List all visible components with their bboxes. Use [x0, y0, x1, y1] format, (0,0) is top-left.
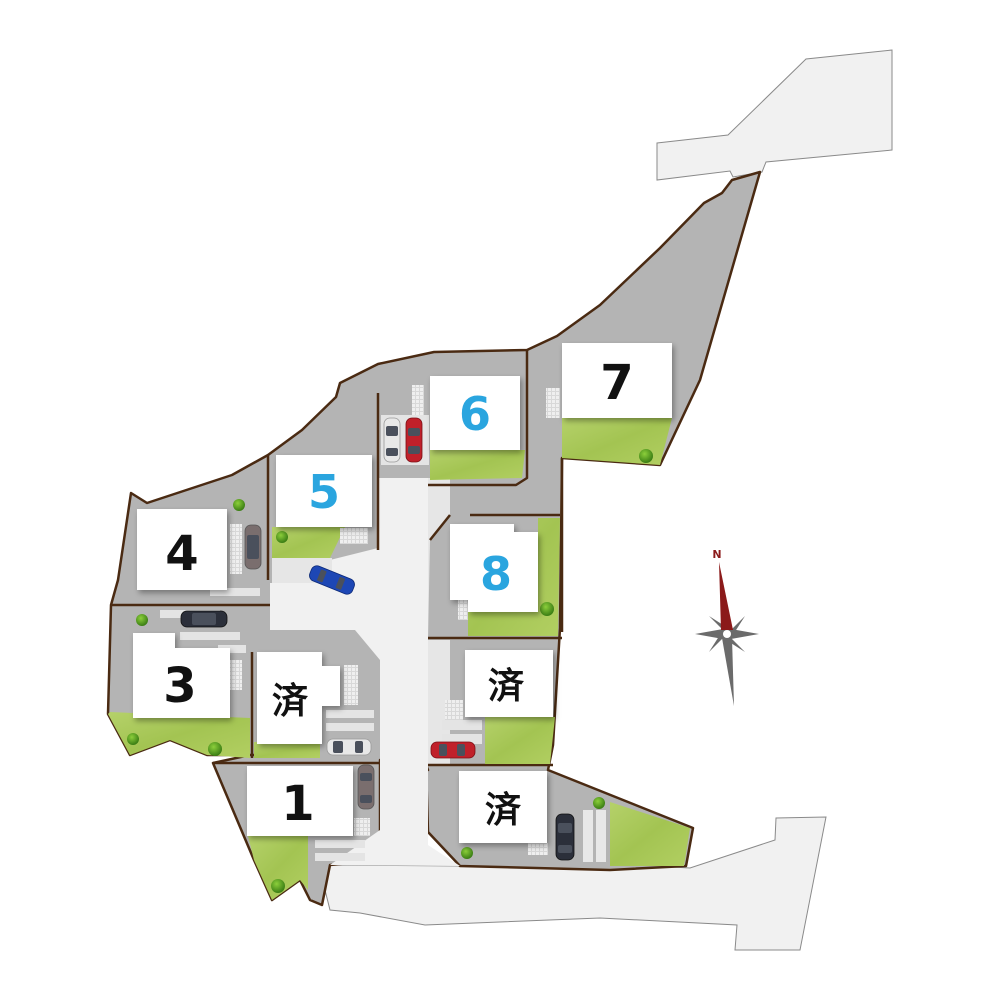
car-icon: [430, 741, 476, 759]
tree-icon: [271, 879, 285, 893]
house-sold-a: [257, 652, 340, 744]
tree-icon: [461, 847, 473, 859]
car-icon: [357, 764, 375, 810]
compass-north-label: N: [712, 548, 721, 561]
house-lot-7: [562, 343, 672, 418]
lot-label-7[interactable]: 7: [600, 355, 633, 411]
car-icon: [244, 524, 262, 570]
compass-west-point-icon: [695, 629, 723, 639]
houses: [133, 343, 672, 843]
paving-lot-8-side: [428, 640, 450, 765]
house-sold-b: [465, 650, 553, 717]
compass-rose: N: [695, 548, 759, 706]
sold-label-c[interactable]: 済: [485, 790, 521, 831]
car-icon: [405, 417, 423, 463]
lot-labels: 7 6 5 4 8 3 済 済 1 済: [163, 355, 633, 832]
house-lot-5: [276, 455, 372, 527]
car-icon: [309, 565, 355, 595]
lawn-lot-7: [562, 418, 672, 465]
lawn-lot-8: [468, 518, 560, 636]
roads: [319, 49, 893, 951]
private-road-surface: [270, 478, 460, 866]
sold-label-a[interactable]: 済: [272, 681, 308, 722]
tree-icon: [593, 797, 605, 809]
lot-label-3[interactable]: 3: [163, 658, 196, 714]
tree-icon: [639, 449, 653, 463]
tree-icon: [127, 733, 139, 745]
tree-icon: [276, 531, 288, 543]
road-northeast: [656, 49, 893, 181]
private-road: [270, 478, 460, 866]
tree-icon: [136, 614, 148, 626]
car-icon: [180, 610, 228, 628]
house-lot-4: [137, 509, 227, 590]
lawn-sold-b: [485, 717, 555, 764]
lot-label-6[interactable]: 6: [459, 387, 491, 441]
lot-label-5[interactable]: 5: [308, 465, 340, 519]
tree-icon: [233, 499, 245, 511]
lot-label-1[interactable]: 1: [281, 776, 314, 832]
compass-north-point-icon: [719, 562, 733, 630]
house-lot-1: [247, 766, 353, 836]
sold-label-b[interactable]: 済: [488, 666, 524, 707]
tree-icon: [540, 602, 554, 616]
tree-icon: [208, 742, 222, 756]
house-lot-3: [133, 633, 230, 718]
house-sold-c: [459, 771, 547, 843]
lawn-lot-5: [272, 527, 345, 558]
lawn-lot-6: [430, 450, 525, 480]
car-icon: [555, 813, 575, 861]
cars: [180, 417, 575, 861]
lawn-lot-1: [248, 836, 308, 900]
house-lot-8: [450, 524, 538, 612]
lot-boundaries: [112, 350, 564, 767]
trees: [127, 449, 653, 893]
compass-south-point-icon: [722, 638, 734, 706]
car-icon: [326, 738, 372, 756]
lot-label-4[interactable]: 4: [165, 526, 198, 582]
lawn-sold-c: [610, 802, 690, 866]
compass-east-point-icon: [731, 629, 759, 639]
private-road-edge-paving: [428, 478, 450, 640]
house-lot-6: [430, 376, 520, 450]
lawn-sold-a: [254, 742, 320, 758]
car-icon: [383, 417, 401, 463]
lot-label-8[interactable]: 8: [480, 547, 512, 601]
